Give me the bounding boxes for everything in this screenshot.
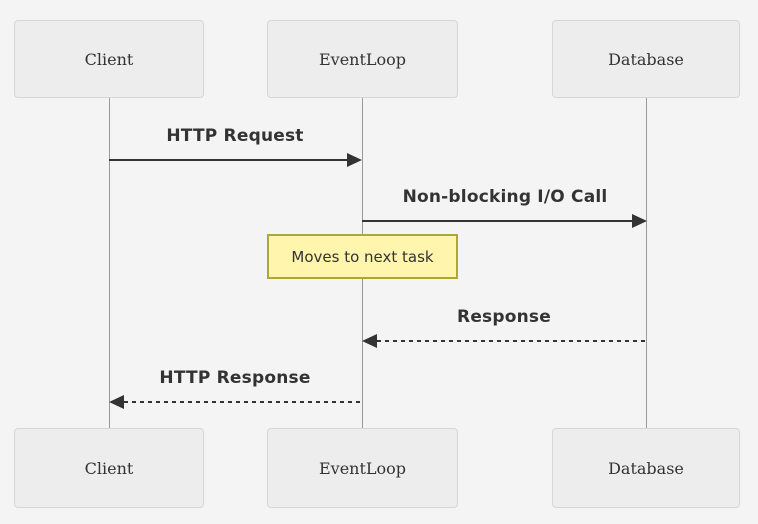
actor-database-bottom: Database [552, 428, 740, 508]
actor-eventloop-label: EventLoop [318, 49, 407, 69]
arrow-http-response-line [124, 401, 362, 403]
note-label: Moves to next task [291, 247, 434, 266]
lifeline-database [646, 97, 647, 428]
actor-database-label: Database [608, 458, 684, 478]
arrow-http-request-line [109, 159, 349, 161]
arrow-non-blocking-io-head-icon [632, 214, 647, 228]
actor-client-label: Client [84, 49, 134, 69]
arrow-http-response-head-icon [109, 395, 124, 409]
actor-database-top: Database [552, 20, 740, 98]
actor-client-bottom: Client [14, 428, 204, 508]
message-label-non-blocking-io-call: Non-blocking I/O Call [402, 187, 608, 207]
actor-client-top: Client [14, 20, 204, 98]
actor-client-label: Client [84, 458, 134, 478]
actor-eventloop-label: EventLoop [318, 458, 407, 478]
actor-eventloop-top: EventLoop [267, 20, 458, 98]
message-label-response: Response [457, 307, 551, 327]
arrow-response-head-icon [362, 334, 377, 348]
actor-database-label: Database [608, 49, 684, 69]
actor-eventloop-bottom: EventLoop [267, 428, 458, 508]
arrow-non-blocking-io-line [362, 220, 632, 222]
arrow-response-line [377, 340, 647, 342]
message-label-http-request: HTTP Request [166, 126, 304, 146]
message-label-http-response: HTTP Response [159, 368, 311, 388]
note-moves-to-next-task: Moves to next task [267, 234, 458, 279]
lifeline-client [109, 97, 110, 428]
arrow-http-request-head-icon [347, 153, 362, 167]
